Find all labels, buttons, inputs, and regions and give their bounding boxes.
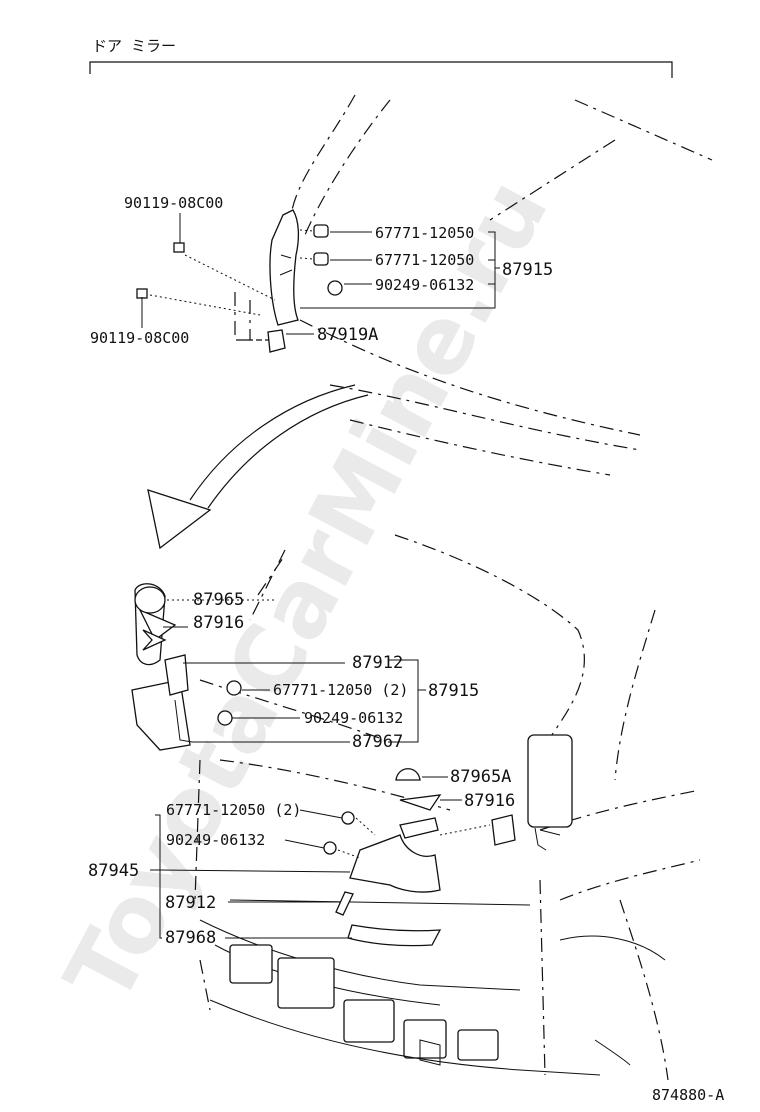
clip-set-r-icon (341, 811, 355, 825)
top-bolt-b-icon (136, 288, 148, 299)
top-mirror-base (267, 209, 300, 353)
label-screw: 90249-06132 (375, 276, 474, 294)
label-87945: 87945 (88, 861, 139, 881)
cover-87965a-icon (395, 768, 421, 781)
watermark-text: ToyotaCarMine.ru (45, 162, 569, 1020)
right-mirror-assembly (491, 734, 573, 851)
diagram-code: 874880-A (652, 1086, 724, 1104)
label-screw-r: 90249-06132 (166, 831, 265, 849)
label-87916-r: 87916 (464, 791, 515, 811)
clip-set-icon (226, 680, 242, 696)
top-screw-icon (327, 280, 343, 296)
label-87916: 87916 (193, 613, 244, 633)
top-clip-2-icon (313, 252, 329, 266)
header-title: ドア ミラー (92, 37, 176, 55)
label-87915-bottom: 87915 (428, 681, 479, 701)
label-87912: 87912 (352, 653, 403, 673)
bottom-leaders (150, 554, 491, 939)
label-bolt-a: 90119-08C00 (124, 194, 223, 212)
label-87912-r: 87912 (165, 893, 216, 913)
label-clip-2: 67771-12050 (375, 251, 474, 269)
label-bolt-b: 90119-08C00 (90, 329, 189, 347)
bottom-body-outline (194, 534, 701, 1081)
label-87967: 87967 (352, 732, 403, 752)
label-87965a: 87965A (450, 767, 511, 787)
label-87968: 87968 (165, 928, 216, 948)
header-bracket (89, 61, 673, 78)
pad-87912-r-icon (335, 891, 354, 916)
plate-87916-r-icon (399, 794, 442, 811)
screw-r-icon (323, 841, 337, 855)
label-clip-1: 67771-12050 (375, 224, 474, 242)
screw-1-icon (217, 710, 233, 726)
plate-87916-icon (142, 629, 167, 651)
top-bolt-a-icon (173, 242, 185, 253)
truck-front-grille (199, 829, 666, 1076)
label-screw-1: 90249-06132 (304, 709, 403, 727)
label-87965: 87965 (193, 590, 244, 610)
top-leaders (141, 213, 500, 335)
transition-arrow-icon (147, 384, 369, 550)
top-clip-1-icon (313, 224, 329, 238)
cover-87965-icon (134, 586, 166, 614)
label-group-87915: 87915 (502, 260, 553, 280)
label-clip-set: 67771-12050 (2) (273, 681, 408, 699)
right-mirror-base (347, 817, 442, 947)
label-bracket: 87919A (317, 325, 378, 345)
label-clip-set-r: 67771-12050 (2) (166, 801, 301, 819)
